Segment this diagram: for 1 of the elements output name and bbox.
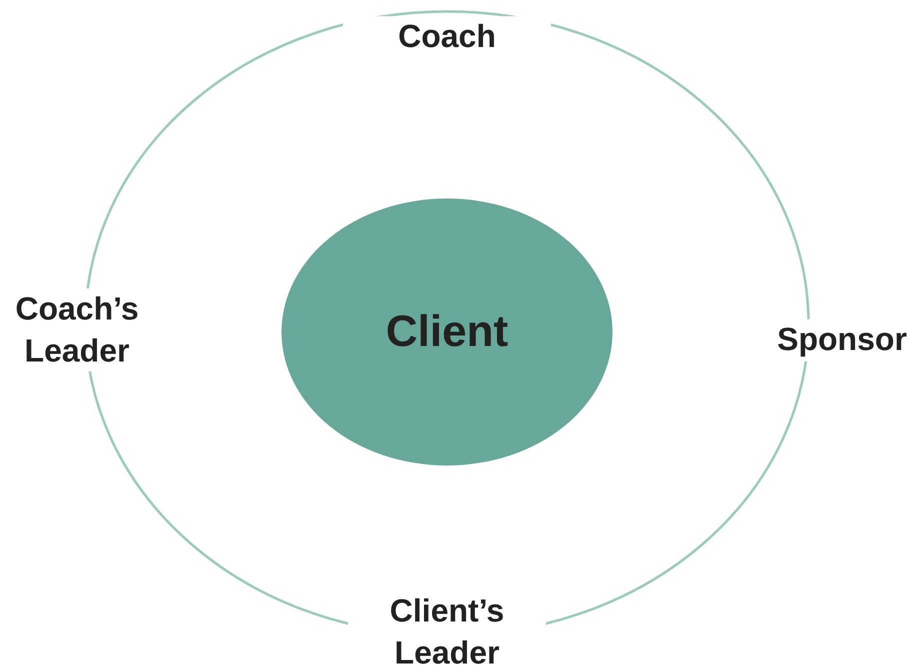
node-label: Client	[386, 307, 508, 357]
